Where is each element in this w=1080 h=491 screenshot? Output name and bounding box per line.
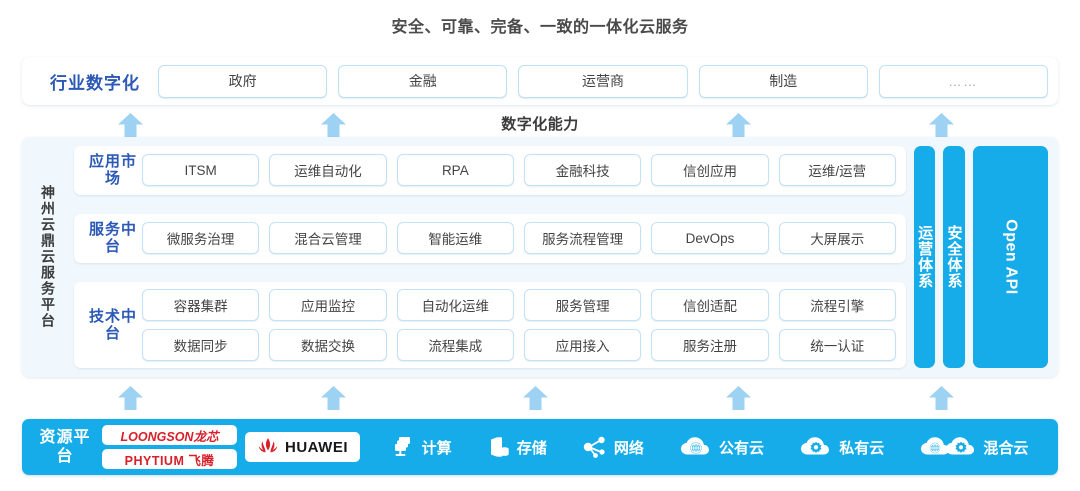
layer-service-midplatform: 服务中台 微服务治理 混合云管理 智能运维 服务流程管理 DevOps 大屏展示 <box>74 214 906 263</box>
cell-fintech[interactable]: 金融科技 <box>523 154 642 187</box>
resource-item-hybrid-cloud[interactable]: 混合云 <box>919 435 1028 459</box>
resource-capability-items: 计算 存储 <box>374 435 1046 459</box>
cell-hybrid-cloud-mgmt[interactable]: 混合云管理 <box>269 222 387 255</box>
up-arrow-resource-5 <box>929 386 954 410</box>
resource-item-compute[interactable]: 计算 <box>392 435 452 459</box>
industry-item-manufacturing[interactable]: 制造 <box>698 64 868 98</box>
huawei-flower-icon <box>258 438 278 453</box>
cell-service-process-mgmt[interactable]: 服务流程管理 <box>523 222 642 255</box>
layer-row: 容器集群 应用监控 自动化运维 服务管理 信创适配 流程引擎 <box>142 289 896 321</box>
storage-icon <box>487 435 511 459</box>
cell-data-sync[interactable]: 数据同步 <box>142 329 260 361</box>
up-arrow-resource-2 <box>321 386 346 410</box>
industry-digitalization-row: 行业数字化 政府 金融 运营商 制造 …… <box>22 57 1058 105</box>
side-bar-operations-system[interactable]: 运营体系 <box>914 146 936 368</box>
industry-item-carrier[interactable]: 运营商 <box>518 64 688 98</box>
layer-rows-technical-midplatform: 容器集群 应用监控 自动化运维 服务管理 信创适配 流程引擎 数据同步 数据交换… <box>142 289 896 361</box>
cloud-service-platform-panel: 神州云鼎云服务平台 应用市场 ITSM 运维自动化 RPA 金融科技 信创应用 … <box>22 137 1058 377</box>
cell-service-registry[interactable]: 服务注册 <box>651 329 769 361</box>
cell-rpa[interactable]: RPA <box>396 154 514 187</box>
cell-automated-ops[interactable]: 自动化运维 <box>396 289 514 321</box>
side-bar-security-system[interactable]: 安全体系 <box>943 146 965 368</box>
layer-row: 微服务治理 混合云管理 智能运维 服务流程管理 DevOps 大屏展示 <box>142 222 896 255</box>
layer-label-service-midplatform: 服务中台 <box>88 221 137 256</box>
industry-row-label: 行业数字化 <box>50 73 140 93</box>
server-stack-icon <box>392 435 416 459</box>
cell-app-access[interactable]: 应用接入 <box>523 329 642 361</box>
layer-row: 数据同步 数据交换 流程集成 应用接入 服务注册 统一认证 <box>142 329 896 361</box>
resource-item-network-label: 网络 <box>613 439 644 457</box>
resource-platform-label: 资源平台 <box>39 428 91 465</box>
private-cloud-icon <box>799 435 833 459</box>
platform-vertical-label: 神州云鼎云服务平台 <box>40 185 56 329</box>
capability-label: 数字化能力 <box>501 116 579 133</box>
side-bar-open-api[interactable]: Open API <box>972 146 1049 368</box>
resource-item-public-cloud-label: 公有云 <box>719 439 765 457</box>
cell-bigscreen-display[interactable]: 大屏展示 <box>778 222 896 255</box>
cell-devops[interactable]: DevOps <box>651 222 769 255</box>
cell-xinchuang-adaptation[interactable]: 信创适配 <box>651 289 769 321</box>
layer-technical-midplatform: 技术中台 容器集群 应用监控 自动化运维 服务管理 信创适配 流程引擎 数据同步… <box>74 282 906 368</box>
up-arrow-resource-4 <box>726 386 751 410</box>
huawei-label: HUAWEI <box>285 438 348 456</box>
resource-item-public-cloud[interactable]: 公有云 <box>679 435 764 459</box>
resource-item-compute-label: 计算 <box>421 439 452 457</box>
cell-unified-auth[interactable]: 统一认证 <box>778 329 896 361</box>
vendor-chip-phytium[interactable]: PHYTIUM 飞腾 <box>102 449 237 469</box>
hybrid-cloud-icon <box>919 435 977 459</box>
industry-items: 政府 金融 运营商 制造 …… <box>158 64 1049 98</box>
cell-data-exchange[interactable]: 数据交换 <box>269 329 387 361</box>
resource-item-storage[interactable]: 存储 <box>487 435 547 459</box>
layer-rows-service-midplatform: 微服务治理 混合云管理 智能运维 服务流程管理 DevOps 大屏展示 <box>142 222 896 255</box>
layer-application-market: 应用市场 ITSM 运维自动化 RPA 金融科技 信创应用 运维/运营 <box>74 146 906 195</box>
layer-row: ITSM 运维自动化 RPA 金融科技 信创应用 运维/运营 <box>142 154 896 187</box>
page-title: 安全、可靠、完备、一致的一体化云服务 <box>391 19 689 36</box>
resource-item-storage-label: 存储 <box>516 439 547 457</box>
resource-item-hybrid-cloud-label: 混合云 <box>983 439 1029 457</box>
vendor-chip-loongson[interactable]: LOONGSON龙芯 <box>102 425 237 445</box>
network-icon <box>582 435 608 459</box>
resource-platform-bar: 资源平台 LOONGSON龙芯 PHYTIUM 飞腾 HUAWEI <box>22 419 1058 475</box>
cell-itsm[interactable]: ITSM <box>142 154 260 187</box>
cell-container-cluster[interactable]: 容器集群 <box>142 289 260 321</box>
cell-microservice-governance[interactable]: 微服务治理 <box>142 222 260 255</box>
industry-item-finance[interactable]: 金融 <box>338 64 508 98</box>
cpu-vendor-chips: LOONGSON龙芯 PHYTIUM 飞腾 <box>102 425 237 469</box>
cell-process-engine[interactable]: 流程引擎 <box>778 289 896 321</box>
cell-ops-automation[interactable]: 运维自动化 <box>269 154 387 187</box>
layer-label-application-market: 应用市场 <box>88 153 137 188</box>
up-arrow-resource-1 <box>118 386 143 410</box>
public-cloud-icon <box>679 435 713 459</box>
layer-rows-application-market: ITSM 运维自动化 RPA 金融科技 信创应用 运维/运营 <box>142 154 896 187</box>
up-arrow-resource-3 <box>523 386 548 410</box>
cell-ops-operations[interactable]: 运维/运营 <box>778 154 896 187</box>
cell-service-management[interactable]: 服务管理 <box>523 289 642 321</box>
cell-xinchuang-app[interactable]: 信创应用 <box>651 154 769 187</box>
resource-item-network[interactable]: 网络 <box>582 435 644 459</box>
resource-item-private-cloud[interactable]: 私有云 <box>799 435 884 459</box>
cell-aiops[interactable]: 智能运维 <box>396 222 514 255</box>
resource-item-private-cloud-label: 私有云 <box>839 439 885 457</box>
industry-item-government[interactable]: 政府 <box>158 64 328 98</box>
platform-layers: 应用市场 ITSM 运维自动化 RPA 金融科技 信创应用 运维/运营 服务中台… <box>74 137 914 377</box>
industry-item-more[interactable]: …… <box>878 64 1049 98</box>
layer-label-technical-midplatform: 技术中台 <box>88 307 137 342</box>
vendor-chip-huawei[interactable]: HUAWEI <box>245 432 360 462</box>
side-bar-open-api-label: Open API <box>1002 219 1020 295</box>
cell-process-integration[interactable]: 流程集成 <box>396 329 514 361</box>
cell-app-monitoring[interactable]: 应用监控 <box>269 289 387 321</box>
platform-side-bars: 运营体系 安全体系 Open API <box>914 137 1058 377</box>
